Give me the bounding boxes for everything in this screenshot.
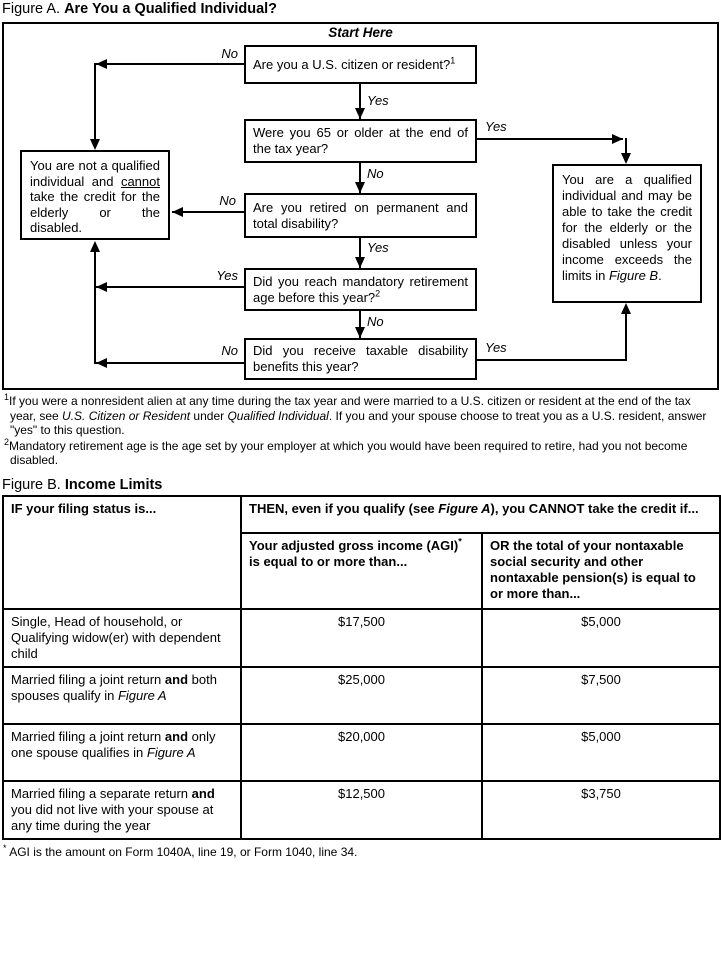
footnote-2: 2Mandatory retirement age is the age set… (4, 436, 688, 467)
label-q1-yes: Yes (367, 93, 389, 108)
agi-cell: $12,500 (240, 780, 483, 840)
line-left-up (94, 251, 96, 364)
figure-a-heading: Figure A. Are You a Qualified Individual… (2, 1, 277, 17)
label-q5-no: No (221, 343, 238, 358)
header-pension: OR the total of your nontaxable social s… (481, 532, 721, 610)
arrowhead-q5-no (96, 358, 107, 368)
question-taxable-benefits-box: Did you receive taxable disability benef… (244, 338, 477, 380)
connector-q1-q2 (359, 84, 361, 119)
income-limits-table: IF your filing status is... THEN, even i… (2, 495, 721, 840)
line-left-down (94, 63, 96, 140)
label-q3-yes: Yes (367, 240, 389, 255)
line-q4-yes (96, 286, 244, 288)
header-filing-status: IF your filing status is... (2, 495, 242, 610)
arrowhead-into-qualified-top (621, 153, 631, 164)
arrowhead-into-qualified-bottom (621, 303, 631, 314)
flowchart-frame (2, 22, 719, 390)
arrowhead-q2-q3 (355, 182, 365, 193)
arrowhead-q3-no (172, 207, 183, 217)
footnote-1: 1If you were a nonresident alien at any … (4, 392, 707, 438)
agi-cell: $20,000 (240, 723, 483, 782)
question-retired-disability-text: Are you retired on permanent and total d… (253, 199, 468, 231)
arrowhead-q4-yes (96, 282, 107, 292)
arrowhead-q4-q5 (355, 327, 365, 338)
figure-b-footnote: * AGI is the amount on Form 1040A, line … (3, 843, 358, 860)
qualified-text: You are a qualified individual and may b… (562, 172, 692, 283)
pension-cell: $7,500 (481, 666, 721, 725)
table-row: Married filing a joint return and only o… (2, 723, 721, 782)
label-q5-yes: Yes (485, 340, 507, 355)
question-age65-text: Were you 65 or older at the end of the t… (253, 125, 468, 156)
connector-q2-q3 (359, 163, 361, 193)
qualified-box: You are a qualified individual and may b… (552, 164, 702, 303)
line-q5-no (96, 362, 244, 364)
status-cell: Married filing a joint return and only o… (2, 723, 242, 782)
figure-b-title-text: Income Limits (64, 477, 163, 493)
connector-q4-q5 (359, 311, 361, 338)
arrowhead-q1-no (96, 59, 107, 69)
line-q2-yes (477, 138, 623, 140)
question-retired-disability-box: Are you retired on permanent and total d… (244, 193, 477, 238)
arrowhead-q1-q2 (355, 108, 365, 119)
status-cell: Single, Head of household, or Qualifying… (2, 608, 242, 668)
line-right-up (625, 313, 627, 361)
question-mandatory-retirement-box: Did you reach mandatory retirement age b… (244, 268, 477, 311)
question-mandatory-retirement-text: Did you reach mandatory retirement age b… (253, 273, 468, 305)
agi-cell: $25,000 (240, 666, 483, 725)
label-q3-no: No (219, 193, 236, 208)
question-taxable-benefits-text: Did you receive taxable disability benef… (253, 343, 468, 374)
question-age65-box: Were you 65 or older at the end of the t… (244, 119, 477, 163)
question-citizen-text: Are you a U.S. citizen or resident?1 (253, 55, 456, 72)
line-q1-no (96, 63, 244, 65)
label-q4-no: No (367, 314, 384, 329)
arrowhead-into-notqualified-bottom (90, 241, 100, 252)
arrowhead-into-notqualified-top (90, 139, 100, 150)
line-q5-yes (477, 359, 627, 361)
status-cell: Married filing a joint return and both s… (2, 666, 242, 725)
table-row: Single, Head of household, or Qualifying… (2, 608, 721, 668)
label-q2-no: No (367, 166, 384, 181)
pension-cell: $3,750 (481, 780, 721, 840)
label-q1-no: No (221, 46, 238, 61)
figure-a-title-text: Are You a Qualified Individual? (64, 1, 278, 17)
figure-a-label: Figure A. (2, 1, 61, 17)
question-citizen-box: Are you a U.S. citizen or resident?1 (244, 45, 477, 84)
connector-q3-q4 (359, 238, 361, 268)
figure-b-label: Figure B. (2, 477, 61, 493)
pension-cell: $5,000 (481, 723, 721, 782)
start-here-label: Start Here (328, 25, 393, 40)
label-q2-yes: Yes (485, 119, 507, 134)
line-q3-no (172, 211, 244, 213)
status-cell: Married filing a separate return and you… (2, 780, 242, 840)
figure-b-heading: Figure B. Income Limits (2, 477, 162, 493)
line-right-down (625, 138, 627, 156)
header-then: THEN, even if you qualify (see Figure A)… (240, 495, 721, 534)
agi-cell: $17,500 (240, 608, 483, 668)
arrowhead-q3-q4 (355, 257, 365, 268)
table-row: Married filing a separate return and you… (2, 780, 721, 840)
header-agi: Your adjusted gross income (AGI)* is equ… (240, 532, 483, 610)
pension-cell: $5,000 (481, 608, 721, 668)
not-qualified-box: You are not a qualified individual and c… (20, 150, 170, 240)
figure-a-footnotes: 1If you were a nonresident alien at any … (4, 392, 718, 469)
arrowhead-q2-yes (612, 134, 623, 144)
label-q4-yes: Yes (216, 268, 238, 283)
not-qualified-text: You are not a qualified individual and c… (30, 158, 160, 235)
table-row: Married filing a joint return and both s… (2, 666, 721, 725)
